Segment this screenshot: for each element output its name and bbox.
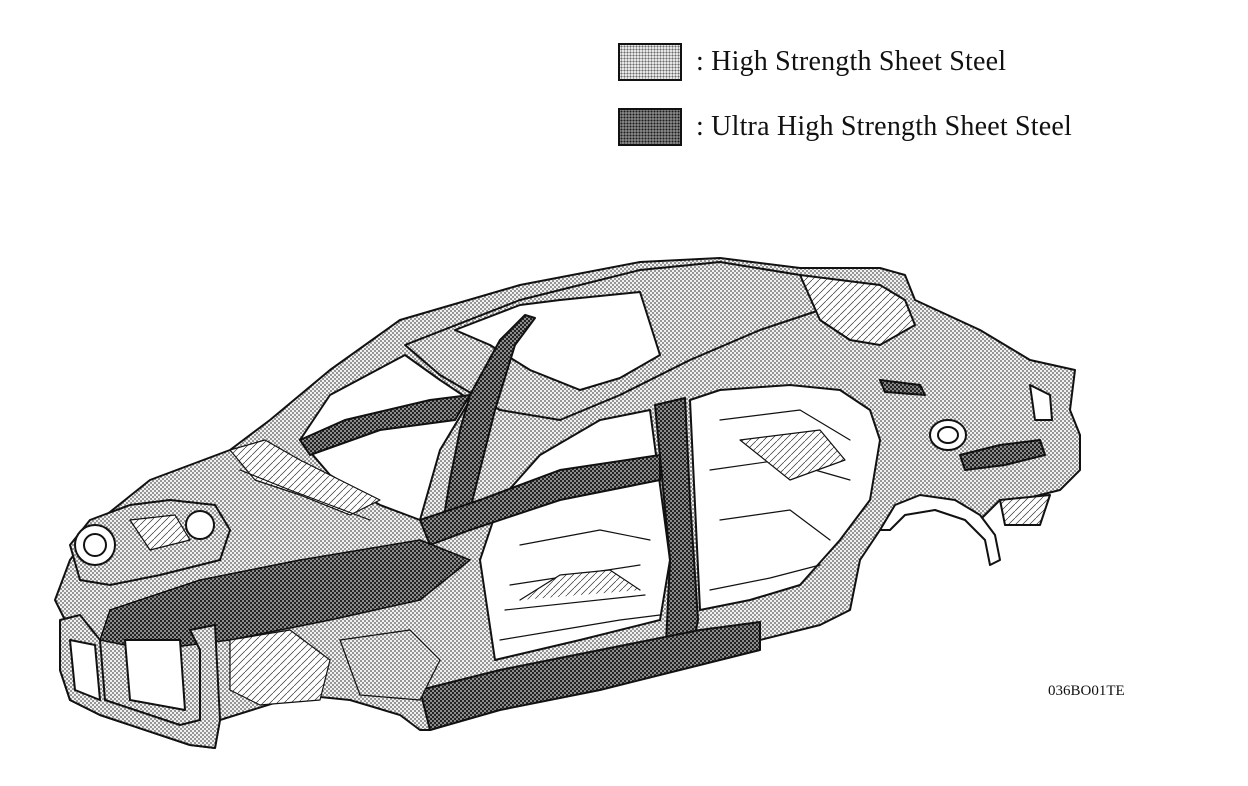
rear-wheel-arch: [879, 494, 1001, 566]
ultra-high-strength-label: : Ultra High Strength Sheet Steel: [696, 111, 1072, 142]
fuel-filler-icon: [929, 419, 967, 451]
a-pillar-uhs: [299, 394, 471, 456]
rear-door-opening: [689, 384, 881, 611]
radiator-support: [59, 614, 221, 749]
rocker-uhs: [419, 621, 761, 731]
trunk-opening: [799, 274, 916, 346]
side-rail-uhs: [419, 454, 661, 546]
legend-high-strength: : High Strength Sheet Steel: [618, 43, 1006, 81]
ultra-high-strength-swatch: [618, 108, 682, 146]
figure-code: 036BO01TE: [1048, 683, 1125, 699]
legend-ultra-high-strength: : Ultra High Strength Sheet Steel: [618, 108, 1072, 146]
high-strength-label: : High Strength Sheet Steel: [696, 46, 1007, 77]
high-strength-swatch: [618, 43, 682, 81]
